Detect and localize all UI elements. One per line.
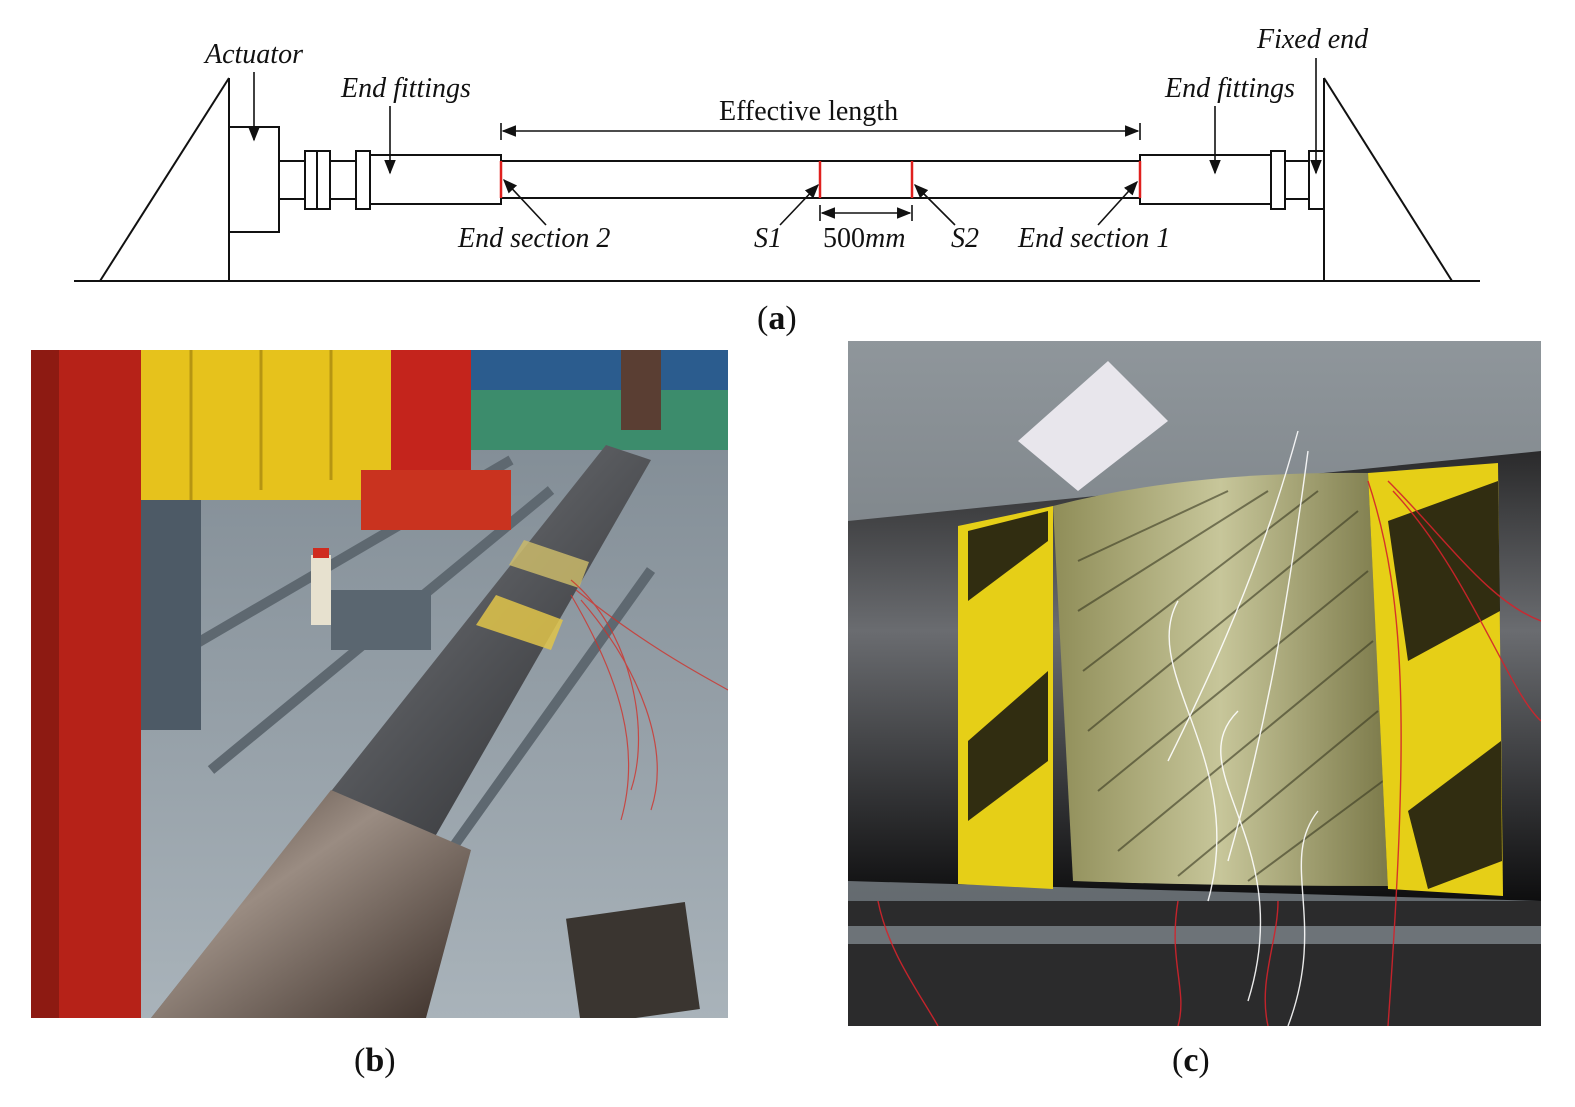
s1-leader bbox=[779, 183, 819, 226]
actuator-label: Actuator bbox=[205, 39, 303, 70]
connector-rod-left bbox=[329, 160, 357, 200]
end-fittings-right-label: End fittings bbox=[1165, 73, 1295, 104]
end-section-1-leader bbox=[1097, 180, 1138, 226]
s2-leader bbox=[913, 183, 956, 226]
actuator-rod bbox=[278, 160, 306, 200]
end-fitting-right bbox=[1139, 154, 1272, 205]
test-setup-schematic bbox=[74, 58, 1480, 282]
panel-label-c: (c) bbox=[1172, 1042, 1210, 1079]
end-section-2-leader bbox=[503, 178, 547, 226]
actuator-block bbox=[228, 126, 280, 233]
left-frame-diagonal bbox=[99, 77, 230, 282]
strain-gauge-closeup-photo bbox=[848, 341, 1541, 1026]
s1-label: S1 bbox=[754, 223, 782, 254]
fixed-end-label: Fixed end bbox=[1257, 24, 1369, 55]
s2-label: S2 bbox=[951, 223, 979, 254]
end-section-2-label: End section 2 bbox=[458, 223, 611, 254]
panel-label-b: (b) bbox=[354, 1042, 396, 1079]
connector-rod-right bbox=[1284, 160, 1310, 200]
flange-4 bbox=[1270, 150, 1286, 210]
end-section-1-label: End section 1 bbox=[1018, 223, 1171, 254]
spacing-label: 500mm bbox=[823, 223, 906, 254]
end-fittings-left-label: End fittings bbox=[341, 73, 471, 104]
effective-length-label: Effective length bbox=[719, 96, 899, 127]
flange-2 bbox=[316, 150, 331, 210]
test-rig-photo bbox=[31, 350, 728, 1018]
flange-1 bbox=[304, 150, 318, 210]
panel-label-a: (a) bbox=[757, 300, 797, 337]
right-frame-diagonal bbox=[1323, 77, 1453, 282]
flange-3 bbox=[355, 150, 371, 210]
